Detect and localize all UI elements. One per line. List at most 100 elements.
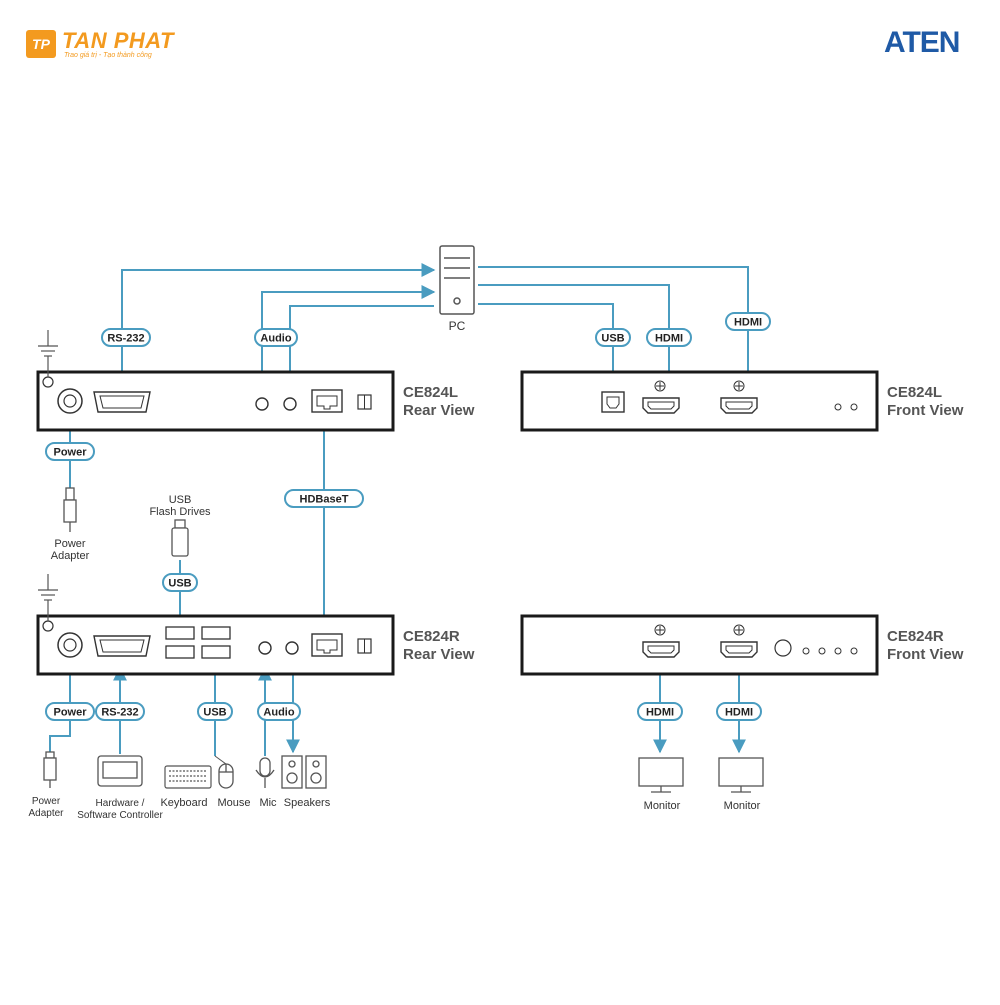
tag-hdmi-top-2: HDMI	[725, 312, 771, 331]
monitor-icon	[638, 757, 684, 793]
ce824r-front-unit	[520, 614, 879, 676]
tanphat-slogan: Trao giá trị - Tạo thành công	[64, 52, 152, 59]
tag-rs232-bottom: RS-232	[95, 702, 145, 721]
hdmi-port-icon	[642, 380, 680, 414]
svg-text:HDMI: HDMI	[734, 317, 762, 329]
led-icon	[834, 647, 842, 655]
tanphat-name: TAN PHAT	[62, 28, 174, 53]
cable-hdmi-top-1	[478, 284, 676, 392]
rs232-port-icon	[93, 391, 151, 413]
tag-power-top: Power	[45, 442, 95, 461]
led-icon	[818, 647, 826, 655]
device-label-controller-2: Software Controller	[77, 810, 163, 821]
tag-hdmi-bottom-1: HDMI	[637, 702, 683, 721]
tag-usb-top: USB	[595, 328, 631, 347]
unit-model-r-front: CE824R	[887, 628, 944, 645]
ground-screw-icon	[42, 620, 54, 632]
keyboard-icon	[164, 765, 212, 789]
device-label-power-adapter-bottom-2: Adapter	[28, 808, 64, 819]
unit-view-l-front: Front View	[887, 402, 964, 419]
device-label-monitor-2: Monitor	[724, 800, 761, 812]
device-label-usb-flash-1: USB	[169, 494, 192, 506]
microphone-icon	[255, 757, 275, 788]
device-label-monitor-1: Monitor	[644, 800, 681, 812]
ground-symbol-icon	[38, 574, 58, 621]
usb-a-port-icon	[201, 626, 231, 640]
hdmi-port-icon	[720, 624, 758, 658]
audio-jack-icon	[258, 641, 272, 655]
led-icon	[850, 647, 858, 655]
unit-view-r-rear: Rear View	[403, 646, 475, 663]
device-label-mouse: Mouse	[217, 797, 250, 809]
ce824l-rear-unit	[36, 370, 395, 432]
svg-text:USB: USB	[203, 707, 226, 719]
audio-jack-icon	[255, 397, 269, 411]
svg-text:Power: Power	[53, 707, 87, 719]
unit-model-r-rear: CE824R	[403, 628, 460, 645]
tanphat-logo: TP TAN PHAT Trao giá trị - Tạo thành côn…	[26, 28, 176, 62]
usb-a-port-icon	[201, 645, 231, 659]
button-icon	[774, 639, 792, 657]
ground-symbol-icon	[38, 330, 58, 377]
device-label-mic: Mic	[259, 797, 277, 809]
svg-text:RS-232: RS-232	[107, 333, 144, 345]
svg-text:HDMI: HDMI	[655, 333, 683, 345]
svg-text:Audio: Audio	[260, 333, 291, 345]
audio-jack-icon	[285, 641, 299, 655]
svg-text:HDBaseT: HDBaseT	[300, 494, 349, 506]
hdmi-port-icon	[720, 380, 758, 414]
led-icon	[802, 647, 810, 655]
device-label-keyboard: Keyboard	[160, 797, 207, 809]
ce824l-front-unit	[520, 370, 879, 432]
tag-power-bottom: Power	[45, 702, 95, 721]
svg-text:Power: Power	[53, 447, 87, 459]
unit-model-l-front: CE824L	[887, 384, 942, 401]
cable-usb-top	[478, 303, 620, 388]
cable-rs232-top	[121, 263, 436, 388]
rs232-port-icon	[93, 635, 151, 657]
aten-logo: ATEN	[884, 26, 960, 59]
device-label-power-adapter-bottom-1: Power	[32, 796, 61, 807]
tag-hdmi-bottom-2: HDMI	[716, 702, 762, 721]
hdmi-port-icon	[642, 624, 680, 658]
mouse-icon	[218, 763, 234, 789]
rj45-port-icon	[311, 633, 343, 657]
svg-text:Audio: Audio	[263, 707, 294, 719]
cable-audio-top-2	[283, 305, 434, 398]
led-icon	[850, 403, 858, 411]
device-label-speakers: Speakers	[284, 797, 331, 809]
tag-audio-bottom: Audio	[257, 702, 301, 721]
cable-power-bottom	[49, 660, 71, 752]
usb-a-port-icon	[165, 626, 195, 640]
usb-flash-drive-icon	[171, 519, 189, 557]
device-label-power-adapter-top-1: Power	[54, 538, 86, 550]
svg-text:RS-232: RS-232	[101, 707, 138, 719]
svg-text:HDMI: HDMI	[646, 707, 674, 719]
speakers-icon	[281, 755, 327, 789]
tag-hdbaset: HDBaseT	[284, 489, 364, 508]
power-adapter-icon	[63, 487, 77, 532]
pc-tower-icon	[439, 245, 475, 315]
audio-jack-icon	[283, 397, 297, 411]
usb-b-port-icon	[601, 391, 625, 413]
device-label-power-adapter-top-2: Adapter	[51, 550, 90, 562]
power-adapter-icon	[43, 751, 57, 788]
unit-model-l-rear: CE824L	[403, 384, 458, 401]
usb-a-port-icon	[165, 645, 195, 659]
led-icon	[834, 403, 842, 411]
controller-icon	[97, 755, 143, 787]
ground-screw-icon	[42, 376, 54, 388]
tag-audio-top: Audio	[254, 328, 298, 347]
cable-audio-top-1	[261, 285, 436, 398]
unit-view-l-rear: Rear View	[403, 402, 475, 419]
tag-usb-flash: USB	[162, 573, 198, 592]
tanphat-mark-icon: TP	[26, 30, 56, 58]
tag-rs232-top: RS-232	[101, 328, 151, 347]
monitor-icon	[718, 757, 764, 793]
tag-hdmi-top-1: HDMI	[646, 328, 692, 347]
mouse-cable	[214, 755, 227, 765]
svg-text:USB: USB	[168, 578, 191, 590]
rj45-port-icon	[311, 389, 343, 413]
